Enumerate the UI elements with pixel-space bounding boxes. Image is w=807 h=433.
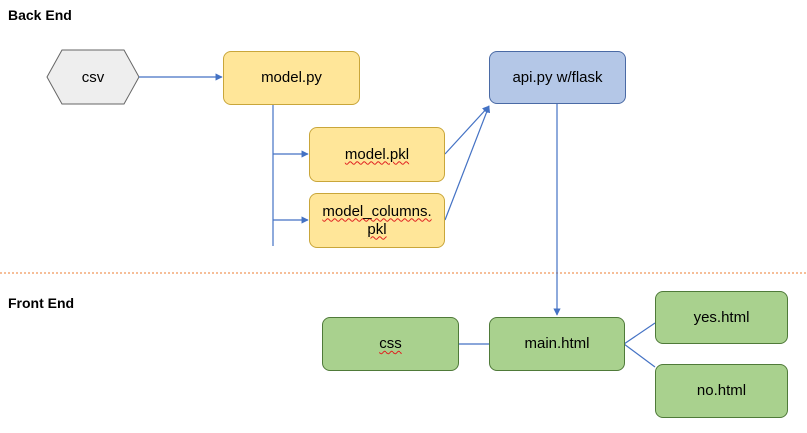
csv-hexagon-shape: [46, 49, 140, 105]
no-html-label: no.html: [696, 382, 747, 399]
csv-node-label: csv: [81, 68, 105, 86]
csv-node: csv: [47, 50, 139, 104]
yes-html-label: yes.html: [693, 308, 750, 326]
connector-columns-to-api: [444, 105, 491, 221]
model-py-node: model.py: [223, 51, 360, 105]
api-py-label: api.py w/flask: [512, 68, 603, 86]
css-node: css: [322, 317, 459, 371]
front-end-label: Front End: [8, 295, 75, 311]
back-end-label: Back End: [8, 7, 72, 23]
model-pkl-node: model.pkl: [309, 127, 445, 182]
api-py-node: api.py w/flask: [489, 51, 626, 104]
model-columns-label-line1: model_columns.: [322, 202, 432, 220]
model-columns-pkl-node: model_columns. pkl: [309, 193, 445, 248]
main-html-label: main.html: [524, 335, 590, 352]
yes-html-node: yes.html: [655, 291, 788, 344]
model-pkl-label: model.pkl: [344, 145, 410, 163]
connector-main-to-no: [623, 343, 656, 368]
css-label: css: [379, 335, 402, 352]
model-py-label: model.py: [261, 69, 322, 86]
connector-pkl-to-api: [444, 105, 490, 155]
model-columns-label-line2: pkl: [367, 220, 387, 238]
connector-main-to-yes: [623, 322, 656, 345]
no-html-node: no.html: [655, 364, 788, 418]
main-html-node: main.html: [489, 317, 625, 371]
